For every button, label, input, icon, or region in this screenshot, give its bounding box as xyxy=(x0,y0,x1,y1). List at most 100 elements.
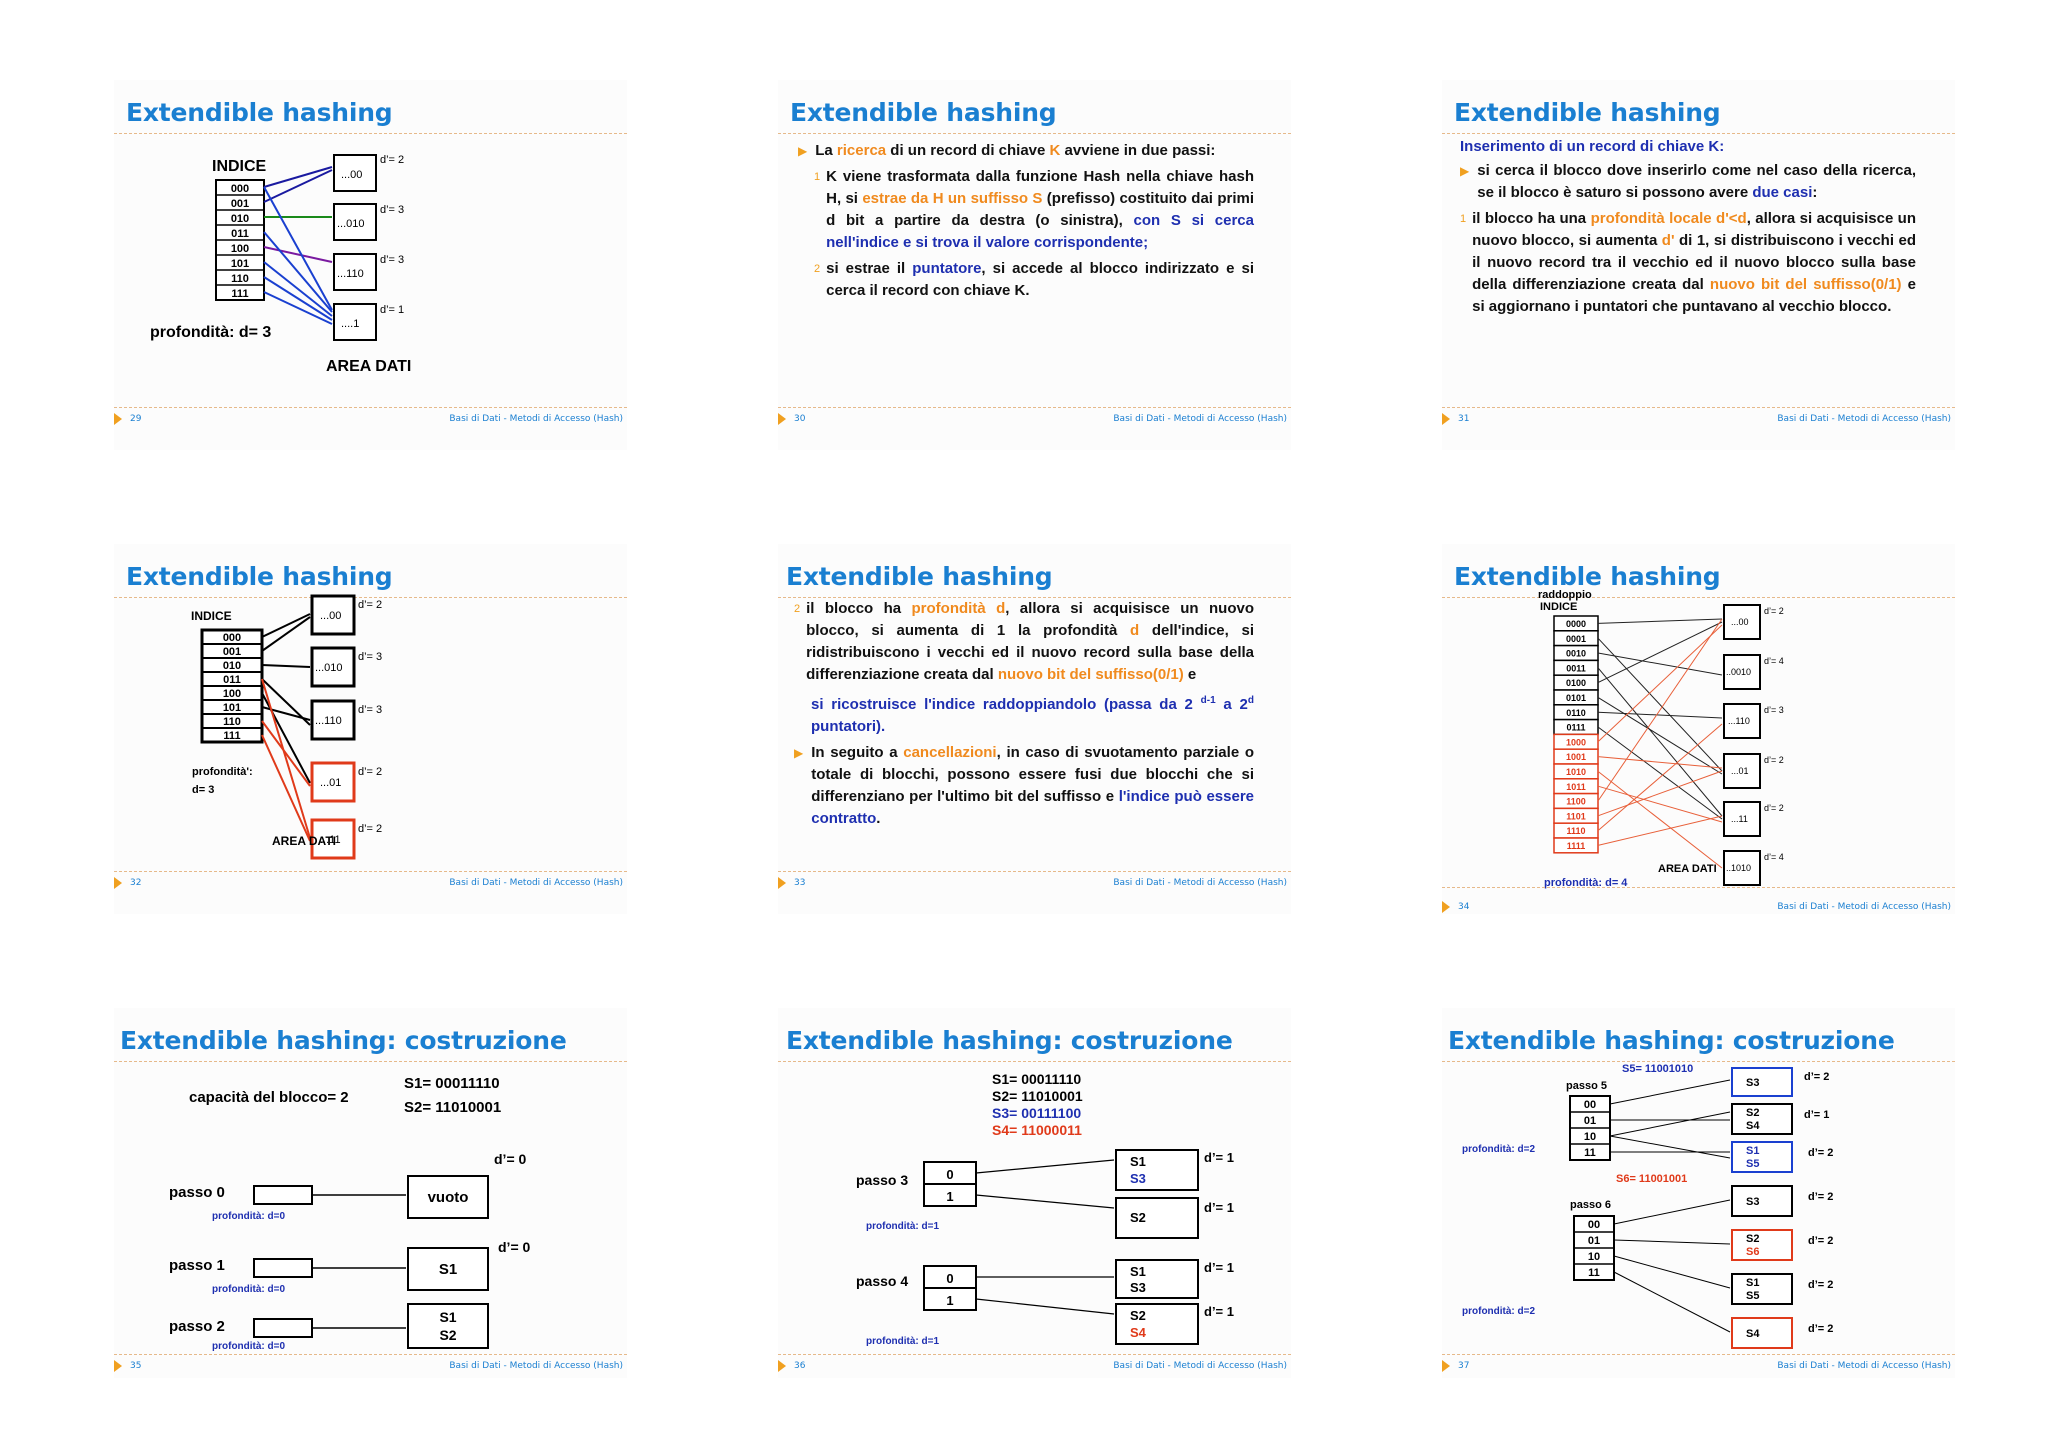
text-run: e si aggiornano i puntatori che puntavan… xyxy=(1472,276,1916,315)
key-s3: S3= 00111100 xyxy=(992,1105,1081,1121)
pointer xyxy=(1597,711,1723,719)
text-run: nuovo bit del suffisso(0/1) xyxy=(1709,276,1902,293)
page-number: 29 xyxy=(130,414,142,424)
block-content: S5 xyxy=(1746,1158,1759,1170)
local-depth: d’= 2 xyxy=(1764,803,1784,813)
sub-number: 2 xyxy=(814,263,821,275)
block-label: ...11 xyxy=(320,834,341,846)
text-run: l'indice può essere contratto xyxy=(811,788,1254,827)
index-cell: 1 xyxy=(946,1189,953,1204)
slide-34: Extendible hashing raddoppio INDICE 0000… xyxy=(1442,544,1955,914)
text-run: con S si cerca nell'indice e si trova il… xyxy=(826,212,1254,251)
slide-32: Extendible hashing INDICE 000 001 010 01… xyxy=(114,544,627,914)
text-run: si cerca il blocco dove inserirlo come n… xyxy=(1477,162,1916,201)
local-depth: d’= 2 xyxy=(1804,1071,1829,1083)
block-content: S4 xyxy=(1746,1120,1760,1132)
local-depth: d’= 2 xyxy=(358,599,382,611)
block-label: ..0010 xyxy=(1726,667,1751,677)
global-depth: profondità: d= 4 xyxy=(1544,877,1628,889)
sub-number: 1 xyxy=(814,171,821,183)
block-content: S1 xyxy=(1130,1264,1146,1279)
block-content: S5 xyxy=(1746,1290,1759,1302)
index-cell: 011 xyxy=(223,674,241,686)
block-content: S2 xyxy=(1130,1210,1146,1225)
slide-title: Extendible hashing xyxy=(1454,98,1721,127)
index-cell: 1111 xyxy=(1567,841,1586,851)
slide-29: Extendible hashing INDICE 000 001 010 01… xyxy=(114,80,627,450)
local-depth: d’= 3 xyxy=(380,254,404,266)
footer-arrow-icon xyxy=(114,1360,122,1372)
block-label: ...01 xyxy=(1731,766,1749,776)
index-cell: 110 xyxy=(231,273,249,285)
text-run: cancellazioni xyxy=(903,744,997,761)
local-depth: d’= 2 xyxy=(358,823,382,835)
area-dati-label: AREA DATI xyxy=(272,834,336,848)
text-run: di un record di chiave xyxy=(886,142,1050,159)
text-run: e xyxy=(1183,666,1197,683)
area-dati-label: AREA DATI xyxy=(326,358,411,375)
slide-37: Extendible hashing: costruzione S5= 1100… xyxy=(1442,1008,1955,1378)
footer-text: Basi di Dati - Metodi di Accesso (Hash) xyxy=(1113,878,1287,888)
text-run: K viene trasformata dalla funzione Hash … xyxy=(826,168,1254,207)
pointer xyxy=(1597,770,1723,817)
local-depth: d’= 3 xyxy=(380,204,404,216)
construction-diagram: capacità del blocco= 2 S1= 00011110 S2= … xyxy=(169,1075,531,1352)
pointers xyxy=(263,166,333,325)
pointer xyxy=(1597,771,1723,869)
index-cell: 1011 xyxy=(1566,782,1586,792)
pointer xyxy=(975,1159,1115,1174)
text-run: nuovo bit del suffisso(0/1) xyxy=(997,666,1184,683)
slide-30: Extendible hashing ▶ La ricerca di un re… xyxy=(778,80,1291,450)
index-cell: 010 xyxy=(223,660,241,672)
local-depth: d’= 2 xyxy=(1808,1191,1833,1203)
passo-label: passo 4 xyxy=(856,1273,908,1289)
key-s4: S4= 11000011 xyxy=(992,1122,1082,1138)
index-table: 00 01 10 11 xyxy=(1573,1215,1615,1281)
text-run: ricerca xyxy=(836,142,887,159)
index-cell: 00 xyxy=(1584,1099,1596,1111)
text-run: In seguito a xyxy=(811,744,904,761)
title-divider xyxy=(778,597,1291,598)
footer-text: Basi di Dati - Metodi di Accesso (Hash) xyxy=(1113,414,1287,424)
pointer xyxy=(1597,637,1723,772)
title-divider xyxy=(778,1061,1291,1062)
block-content: S1 xyxy=(439,1309,456,1325)
data-block xyxy=(1731,1317,1793,1349)
index-cell: 101 xyxy=(231,258,249,270)
global-depth: profondità: d= 3 xyxy=(150,324,271,341)
block-label: ...110 xyxy=(315,715,342,727)
text-run: avviene in due passi: xyxy=(1060,142,1216,159)
key-s2: S2= 11010001 xyxy=(992,1088,1083,1104)
passo-label: passo 6 xyxy=(1570,1199,1611,1211)
text-run: d xyxy=(1130,622,1140,639)
block-content: S3 xyxy=(1130,1171,1146,1186)
index-cell: 0 xyxy=(946,1167,953,1182)
passo-label: passo 1 xyxy=(169,1257,225,1274)
local-depth: d’= 2 xyxy=(1808,1235,1833,1247)
index-cell: 010 xyxy=(231,213,249,225)
index-cell: 11 xyxy=(1588,1267,1600,1279)
text-run: si ricostruisce l'indice raddoppiandolo … xyxy=(811,696,1201,713)
sub-point: 1 il blocco ha una profondità locale d'<… xyxy=(1460,208,1916,318)
text-run: , allora si acquisisce un nuovo blocco, … xyxy=(806,600,1254,639)
local-depth: d’= 2 xyxy=(1764,755,1784,765)
block-content: S2 xyxy=(1746,1107,1759,1119)
pointer xyxy=(1597,815,1723,846)
slide-title: Extendible hashing: costruzione xyxy=(120,1026,567,1055)
footer-divider xyxy=(778,1354,1291,1355)
local-depth: d’= 1 xyxy=(1204,1304,1234,1319)
local-depth: d’= 1 xyxy=(1204,1150,1234,1165)
local-depth: d’= 0 xyxy=(498,1239,531,1255)
index-cell: 1 xyxy=(946,1293,953,1308)
block-content: S2 xyxy=(1746,1233,1759,1245)
bullet-point: ▶ In seguito a cancellazioni, in caso di… xyxy=(794,742,1254,830)
bullet-arrow-icon: ▶ xyxy=(794,746,804,760)
local-depth: d’= 3 xyxy=(358,704,382,716)
text-run: . xyxy=(876,810,881,827)
text-run: K xyxy=(1049,142,1061,159)
block-content: S3 xyxy=(1746,1196,1759,1208)
construction-diagram: S1= 00011110 S2= 11010001 S3= 00111100 S… xyxy=(856,1071,1234,1347)
index-cell: 001 xyxy=(231,198,249,210)
indice-label: INDICE xyxy=(1540,601,1577,613)
index-cell: 0100 xyxy=(1566,678,1586,688)
